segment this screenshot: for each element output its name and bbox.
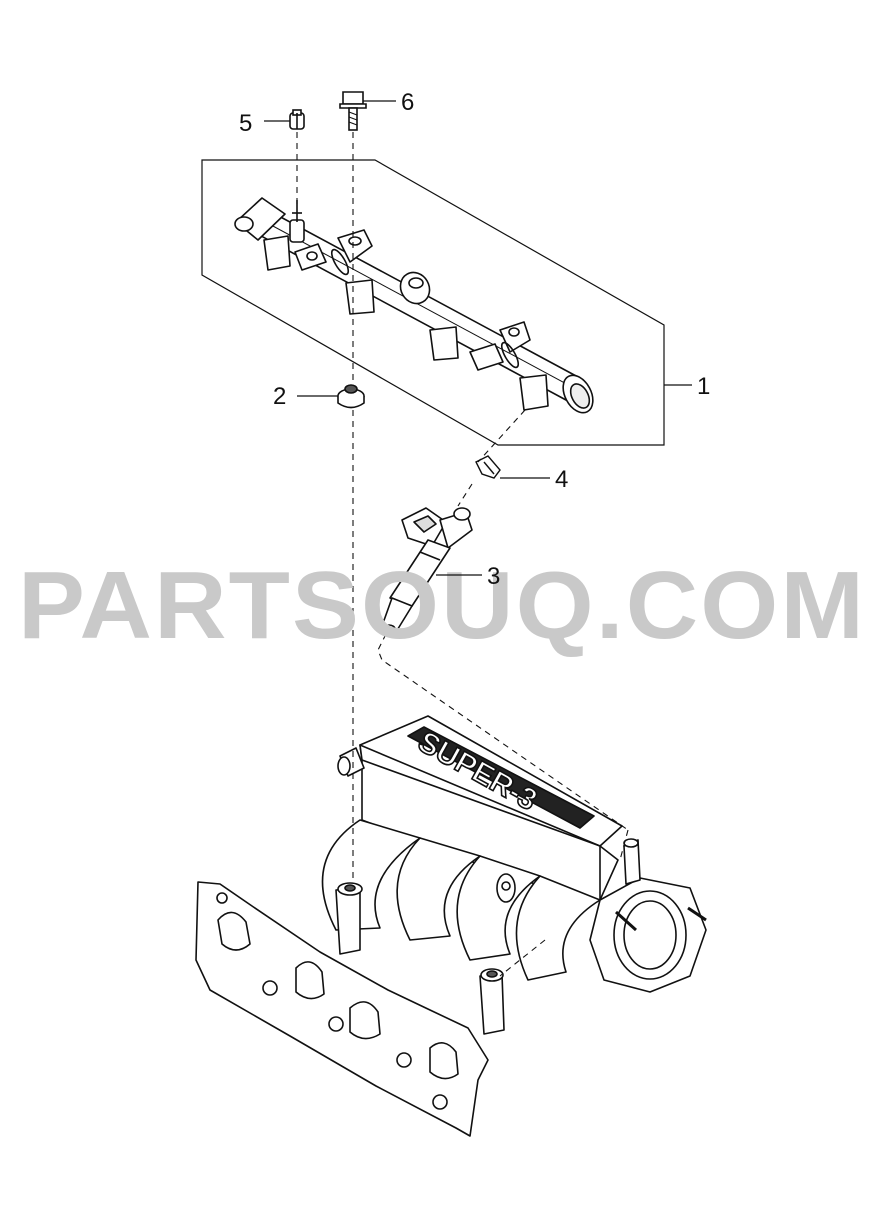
watermark-text: PARTSOUQ.COM xyxy=(18,552,866,659)
clip-part-4 xyxy=(475,455,501,479)
callout-1: 1 xyxy=(697,373,710,400)
callout-2: 2 xyxy=(273,383,286,410)
callout-4: 4 xyxy=(555,466,568,493)
bolt-part-6 xyxy=(339,91,367,131)
callout-leaders xyxy=(264,100,692,576)
part-1-group-bracket xyxy=(201,159,665,446)
callout-3: 3 xyxy=(487,563,500,590)
intake-manifold xyxy=(195,715,707,1137)
fuel-rail xyxy=(234,197,594,414)
grommet-part-2 xyxy=(337,384,365,409)
nut-part-5 xyxy=(289,109,305,130)
assembly-guide-lines xyxy=(296,132,629,977)
injector-part-3 xyxy=(381,507,473,634)
callout-5: 5 xyxy=(239,110,252,137)
callout-6: 6 xyxy=(401,89,414,116)
